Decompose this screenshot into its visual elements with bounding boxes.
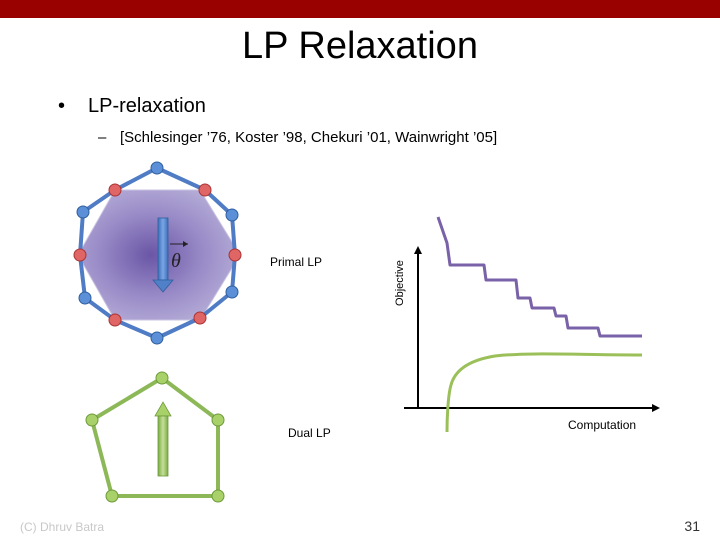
dual-arrow	[154, 401, 172, 477]
node-green	[211, 489, 225, 503]
node-red	[198, 183, 212, 197]
theta-symbol: θ	[170, 241, 188, 272]
node-red	[73, 248, 87, 262]
pentagon-outline	[90, 376, 220, 498]
node-blue	[78, 291, 92, 305]
node-green	[211, 413, 225, 427]
node-green	[105, 489, 119, 503]
bullet-text: LP-relaxation	[88, 95, 206, 117]
primal-curve	[436, 216, 642, 338]
slide-title: LP Relaxation	[242, 25, 478, 67]
theta-label: θ	[171, 250, 181, 272]
node-blue	[150, 161, 164, 175]
primal-lp-label: Primal LP	[270, 255, 323, 269]
dual-lp-label: Dual LP	[288, 426, 331, 440]
header-bar	[0, 0, 720, 18]
node-green	[85, 413, 99, 427]
node-green	[155, 371, 169, 385]
bullet-item: • LP-relaxation	[58, 93, 206, 119]
sub-bullet-item: –[Schlesinger ’76, Koster ’98, Chekuri ’…	[98, 128, 497, 148]
sub-bullet-marker: –	[98, 129, 107, 146]
node-red	[108, 313, 122, 327]
theta-arrow	[152, 217, 174, 293]
pentagon-nodes	[85, 371, 225, 503]
node-blue	[76, 205, 90, 219]
node-red	[228, 248, 242, 262]
node-blue	[225, 285, 239, 299]
node-red	[108, 183, 122, 197]
octagon-nodes	[73, 161, 242, 345]
node-blue	[225, 208, 239, 222]
page-number: 31	[684, 518, 700, 534]
footer-credit: (C) Dhruv Batra	[20, 520, 105, 534]
x-axis-label: Computation	[568, 418, 637, 432]
plot-axes	[404, 246, 660, 412]
node-blue	[150, 331, 164, 345]
y-axis-label: Objective	[394, 260, 406, 306]
bullet-marker: •	[58, 95, 66, 117]
sub-bullet-text: [Schlesinger ’76, Koster ’98, Chekuri ’0…	[120, 129, 498, 146]
dual-curve	[445, 352, 643, 433]
node-red	[193, 311, 207, 325]
